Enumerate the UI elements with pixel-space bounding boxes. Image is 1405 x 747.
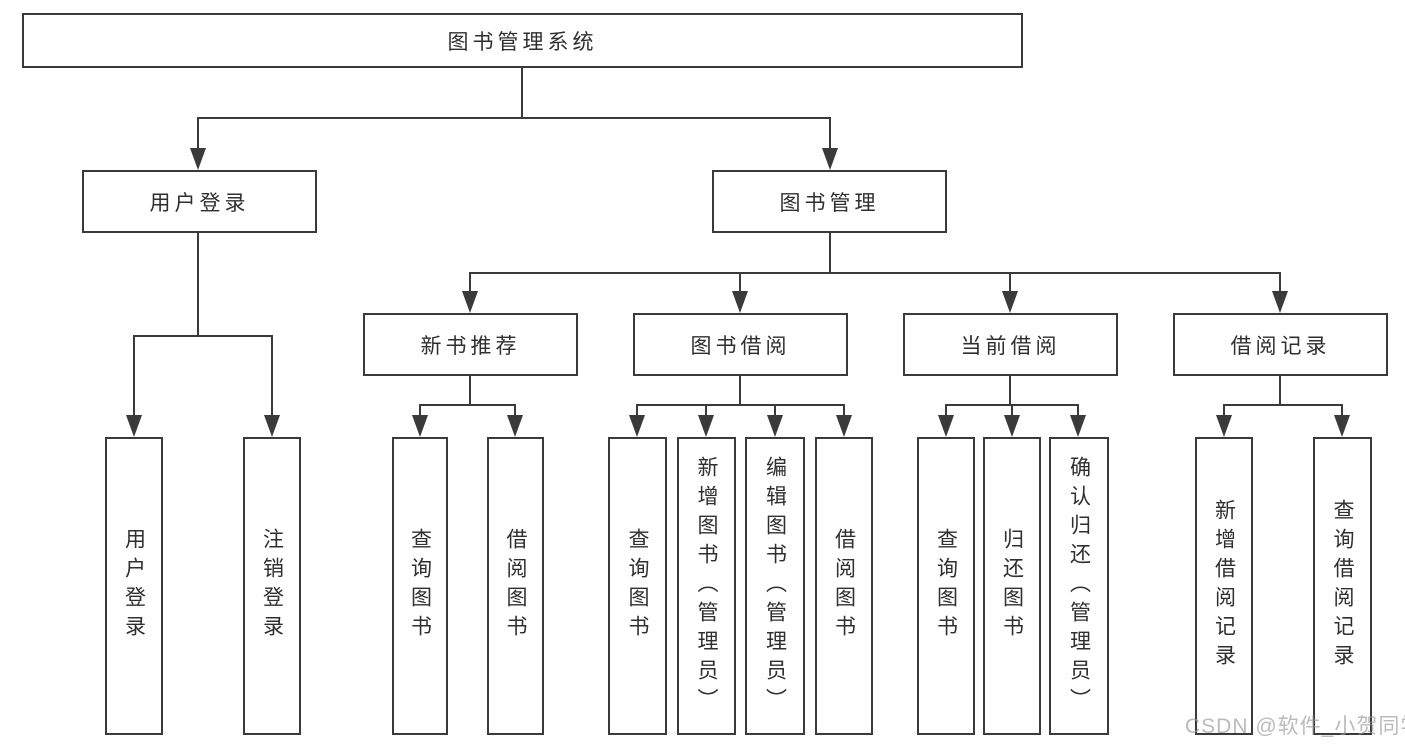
node-current-borrowing-label: 当前借阅	[960, 334, 1061, 358]
leaf-borrowing-borrow-books-label: 借阅图书	[832, 528, 856, 644]
node-user-login-label: 用户登录	[149, 191, 250, 215]
node-book-management-label: 图书管理	[779, 191, 880, 215]
node-user-login: 用户登录	[82, 170, 317, 233]
leaf-records-add-record-label: 新增借阅记录	[1212, 499, 1236, 673]
leaf-borrowing-edit-book-admin: 编辑图书（管理员）	[745, 437, 805, 735]
leaf-borrowing-edit-book-admin-label: 编辑图书（管理员）	[763, 455, 787, 717]
leaf-records-query-record-label: 查询借阅记录	[1331, 499, 1354, 673]
node-borrowing-records: 借阅记录	[1173, 313, 1388, 376]
leaf-current-confirm-return-admin-label: 确认归还（管理员）	[1067, 455, 1091, 717]
node-new-book-recommendation: 新书推荐	[363, 313, 578, 376]
leaf-records-add-record: 新增借阅记录	[1195, 437, 1253, 735]
leaf-borrowing-query-books-label: 查询图书	[626, 528, 649, 644]
node-new-book-recommendation-label: 新书推荐	[420, 334, 521, 358]
leaf-logout-label: 注销登录	[260, 528, 284, 644]
node-book-borrowing: 图书借阅	[633, 313, 848, 376]
leaf-logout: 注销登录	[243, 437, 301, 735]
leaf-recommend-query-books: 查询图书	[392, 437, 448, 735]
node-book-borrowing-label: 图书借阅	[690, 334, 791, 358]
node-borrowing-records-label: 借阅记录	[1230, 334, 1331, 358]
leaf-current-query-books: 查询图书	[917, 437, 975, 735]
node-current-borrowing: 当前借阅	[903, 313, 1118, 376]
leaf-recommend-borrow-books-label: 借阅图书	[504, 528, 527, 644]
leaf-user-login-label: 用户登录	[122, 528, 146, 644]
leaf-records-query-record: 查询借阅记录	[1313, 437, 1372, 735]
csdn-watermark: CSDN @软件_小贺同学	[1185, 715, 1405, 738]
node-root-label: 图书管理系统	[447, 30, 598, 54]
node-book-management: 图书管理	[712, 170, 947, 233]
leaf-current-return-books: 归还图书	[983, 437, 1041, 735]
leaf-current-confirm-return-admin: 确认归还（管理员）	[1049, 437, 1109, 735]
leaf-recommend-borrow-books: 借阅图书	[487, 437, 544, 735]
leaf-user-login: 用户登录	[105, 437, 163, 735]
leaf-borrowing-add-book-admin: 新增图书（管理员）	[677, 437, 736, 735]
leaf-recommend-query-books-label: 查询图书	[408, 528, 432, 644]
leaf-current-return-books-label: 归还图书	[1000, 528, 1024, 644]
leaf-current-query-books-label: 查询图书	[934, 528, 958, 644]
leaf-borrowing-query-books: 查询图书	[608, 437, 667, 735]
node-root: 图书管理系统	[22, 13, 1023, 68]
leaf-borrowing-add-book-admin-label: 新增图书（管理员）	[695, 455, 718, 717]
leaf-borrowing-borrow-books: 借阅图书	[815, 437, 873, 735]
